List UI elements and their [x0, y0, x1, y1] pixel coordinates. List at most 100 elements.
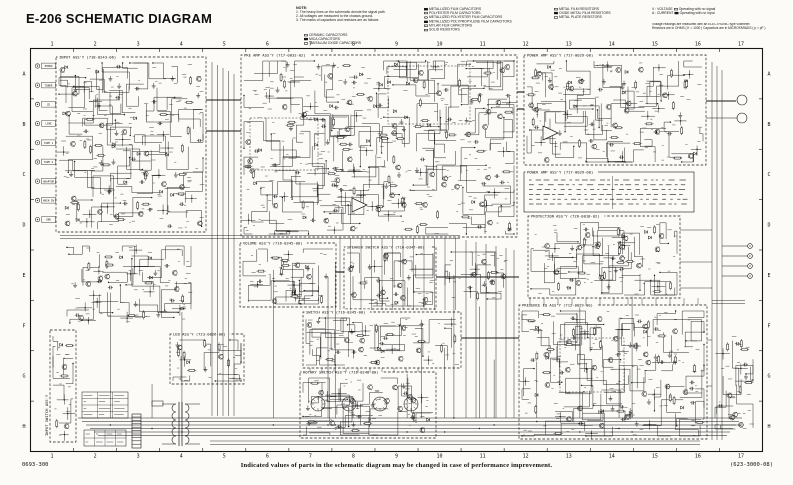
wire-segment [750, 366, 753, 381]
wire-segment [351, 398, 355, 402]
wire-segment [193, 109, 202, 129]
wire-segment [483, 124, 488, 127]
transistor-symbol [375, 206, 381, 213]
wire-segment [551, 359, 560, 385]
wire-segment [600, 422, 604, 426]
wire-segment [660, 233, 664, 236]
speaker-terminal-pin [749, 275, 751, 277]
transistor-symbol [85, 281, 91, 287]
wire-segment [576, 253, 600, 276]
wire-segment [101, 202, 121, 222]
wire-segment [506, 67, 510, 70]
wire-segment [600, 274, 604, 278]
wire-segment [351, 228, 355, 232]
legend-item: MYLAR FILM CAPACITORS [424, 24, 512, 28]
wire-segment [461, 88, 484, 103]
diode-symbol [535, 325, 540, 330]
legend-item-label: MYLAR FILM CAPACITORS [428, 23, 473, 28]
wire-segment [348, 159, 352, 163]
wire-segment [545, 157, 549, 160]
transistor-symbol [596, 316, 603, 322]
wire-segment [434, 133, 446, 159]
wire-segment [336, 177, 340, 180]
junction-dot [202, 157, 204, 159]
wire-segment [675, 413, 699, 436]
wire-segment [303, 268, 314, 304]
wire-segment [408, 394, 413, 397]
junction-dot [660, 100, 662, 102]
wire-segment [326, 382, 348, 402]
diode-symbol [148, 256, 153, 260]
wire-segment [251, 168, 255, 171]
junction-dot [383, 116, 385, 118]
diode-symbol [406, 81, 410, 86]
diode-symbol [64, 205, 69, 210]
input-jack-label: TAPE 2 [44, 160, 54, 164]
resistor-symbol [177, 192, 185, 196]
wire-segment [180, 356, 191, 382]
component-symbol-icon [424, 24, 428, 27]
wire-segment [423, 130, 445, 153]
wire-segment [511, 189, 515, 207]
wire-segment [351, 225, 355, 229]
transistor-symbol [598, 275, 605, 281]
resistor-symbol [668, 394, 672, 401]
wire-segment [173, 270, 177, 273]
transistor-symbol [641, 391, 647, 397]
wire-segment [545, 246, 550, 249]
junction-dot [577, 241, 579, 243]
resistor-symbol [343, 64, 350, 67]
wire-segment [654, 275, 667, 296]
wire-segment [123, 129, 127, 132]
wire-segment [343, 398, 347, 402]
transistor-symbol [654, 129, 661, 135]
resistor-symbol [503, 170, 510, 174]
wire-segment [627, 103, 631, 107]
junction-dot [119, 202, 122, 204]
junction-dot [473, 146, 476, 149]
wire-segment [392, 133, 397, 136]
transistor-symbol [726, 392, 733, 399]
junction-dot [141, 168, 144, 171]
transistor-symbol [615, 67, 621, 73]
wire-segment [293, 193, 331, 203]
wire-segment [560, 422, 585, 435]
wire-segment [575, 325, 583, 351]
transistor-symbol [197, 220, 203, 227]
wire-segment [379, 280, 406, 306]
wire-segment [302, 111, 307, 115]
transistor-symbol [383, 253, 389, 259]
wire-segment [171, 66, 178, 83]
transistor-symbol [419, 427, 426, 433]
transistor-symbol [429, 171, 435, 178]
block-outline [523, 54, 707, 166]
block-outline [527, 215, 681, 299]
transistor-symbol [418, 70, 424, 76]
grid-col-label-bottom: 2 [94, 454, 97, 460]
wire-segment [61, 67, 65, 70]
wire-segment [531, 277, 577, 296]
diode-symbol [568, 80, 572, 85]
wire-segment [308, 377, 348, 404]
wire-segment [368, 99, 373, 102]
resistor-symbol [555, 432, 562, 435]
grid-row-label-left: G [22, 374, 25, 380]
junction-dot [483, 87, 485, 90]
wire-segment [311, 396, 337, 404]
component-symbol-icon [674, 12, 679, 15]
wire-segment [563, 390, 590, 408]
junction-dot [274, 233, 276, 235]
resistor-symbol [301, 202, 305, 209]
grid-row-label-left: D [22, 223, 25, 229]
diode-symbol [545, 355, 550, 360]
resistor-symbol [578, 140, 581, 147]
diode-symbol [329, 104, 334, 108]
resistor-symbol [370, 361, 378, 364]
wire-segment [642, 399, 684, 426]
grid-col-label-bottom: 10 [437, 454, 443, 460]
junction-dot [620, 317, 622, 320]
wire-segment [631, 359, 657, 383]
wire-segment [296, 262, 300, 265]
component-symbol-icon [424, 7, 428, 11]
junction-dot [121, 62, 124, 64]
